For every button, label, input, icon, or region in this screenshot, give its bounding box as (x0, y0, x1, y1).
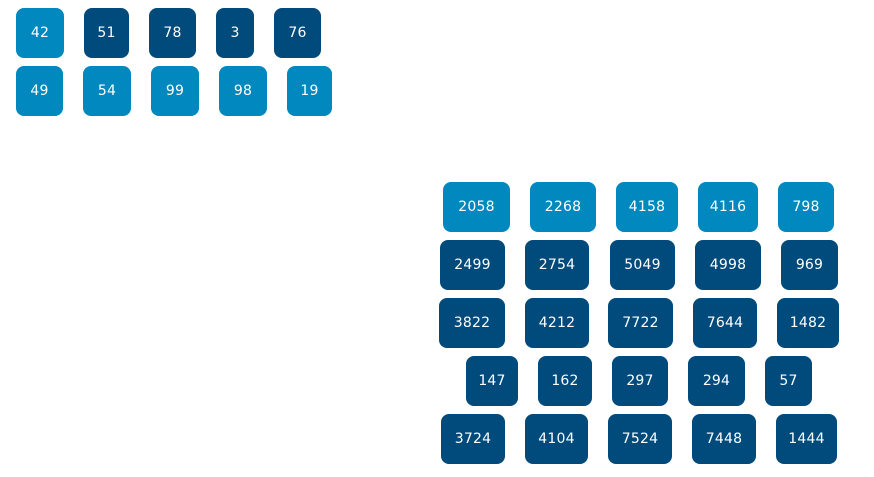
number-tile[interactable]: 5049 (610, 240, 675, 290)
tile-value: 7722 (622, 315, 659, 331)
tile-value: 798 (792, 199, 820, 215)
number-tile[interactable]: 3724 (441, 414, 505, 464)
number-tile[interactable]: 3822 (439, 298, 505, 348)
tile-value: 7448 (705, 431, 743, 447)
tile-value: 4158 (628, 199, 666, 215)
number-tile[interactable]: 1482 (777, 298, 839, 348)
tile-value: 2268 (544, 199, 582, 215)
number-tile[interactable]: 2058 (443, 182, 510, 232)
number-tile[interactable]: 2268 (530, 182, 596, 232)
tile-value: 2754 (538, 257, 576, 273)
tile-value: 1444 (788, 431, 825, 447)
number-tile[interactable]: 98 (219, 66, 267, 116)
number-tile[interactable]: 4116 (698, 182, 758, 232)
number-tile[interactable]: 297 (612, 356, 668, 406)
tile-value: 4104 (538, 431, 575, 447)
number-tile[interactable]: 7524 (608, 414, 672, 464)
number-tile[interactable]: 2754 (525, 240, 589, 290)
tile-value: 2058 (458, 199, 495, 215)
tile-value: 4116 (709, 199, 747, 215)
number-tile[interactable]: 4158 (616, 182, 678, 232)
number-tile[interactable]: 969 (781, 240, 838, 290)
tile-value: 57 (779, 373, 798, 389)
tile-value: 3822 (453, 315, 491, 331)
number-tile[interactable]: 294 (688, 356, 745, 406)
number-tile[interactable]: 4212 (525, 298, 589, 348)
tile-value: 3724 (454, 431, 492, 447)
number-tile[interactable]: 147 (466, 356, 518, 406)
tile-value: 294 (702, 373, 731, 389)
number-tile[interactable]: 57 (765, 356, 812, 406)
tile-value: 7644 (706, 315, 744, 331)
number-tile[interactable]: 7722 (608, 298, 673, 348)
tile-value: 2499 (454, 257, 491, 273)
tile-value: 4212 (538, 315, 576, 331)
number-tile[interactable]: 7448 (692, 414, 756, 464)
tile-value: 969 (795, 257, 824, 273)
number-tile[interactable]: 4104 (525, 414, 588, 464)
tile-value: 162 (551, 373, 579, 389)
tile-value: 5049 (624, 257, 661, 273)
number-tile[interactable]: 798 (778, 182, 834, 232)
tile-value: 147 (478, 373, 506, 389)
number-tile[interactable]: 2499 (440, 240, 505, 290)
tile-value: 7524 (621, 431, 659, 447)
tile-value: 297 (626, 373, 654, 389)
number-tile[interactable]: 162 (538, 356, 592, 406)
tile-value: 4998 (709, 257, 747, 273)
number-tile[interactable]: 4998 (695, 240, 761, 290)
number-tile[interactable]: 3 (216, 8, 254, 58)
tile-value: 1482 (789, 315, 827, 331)
number-tile[interactable]: 1444 (776, 414, 837, 464)
number-tile[interactable]: 7644 (693, 298, 757, 348)
